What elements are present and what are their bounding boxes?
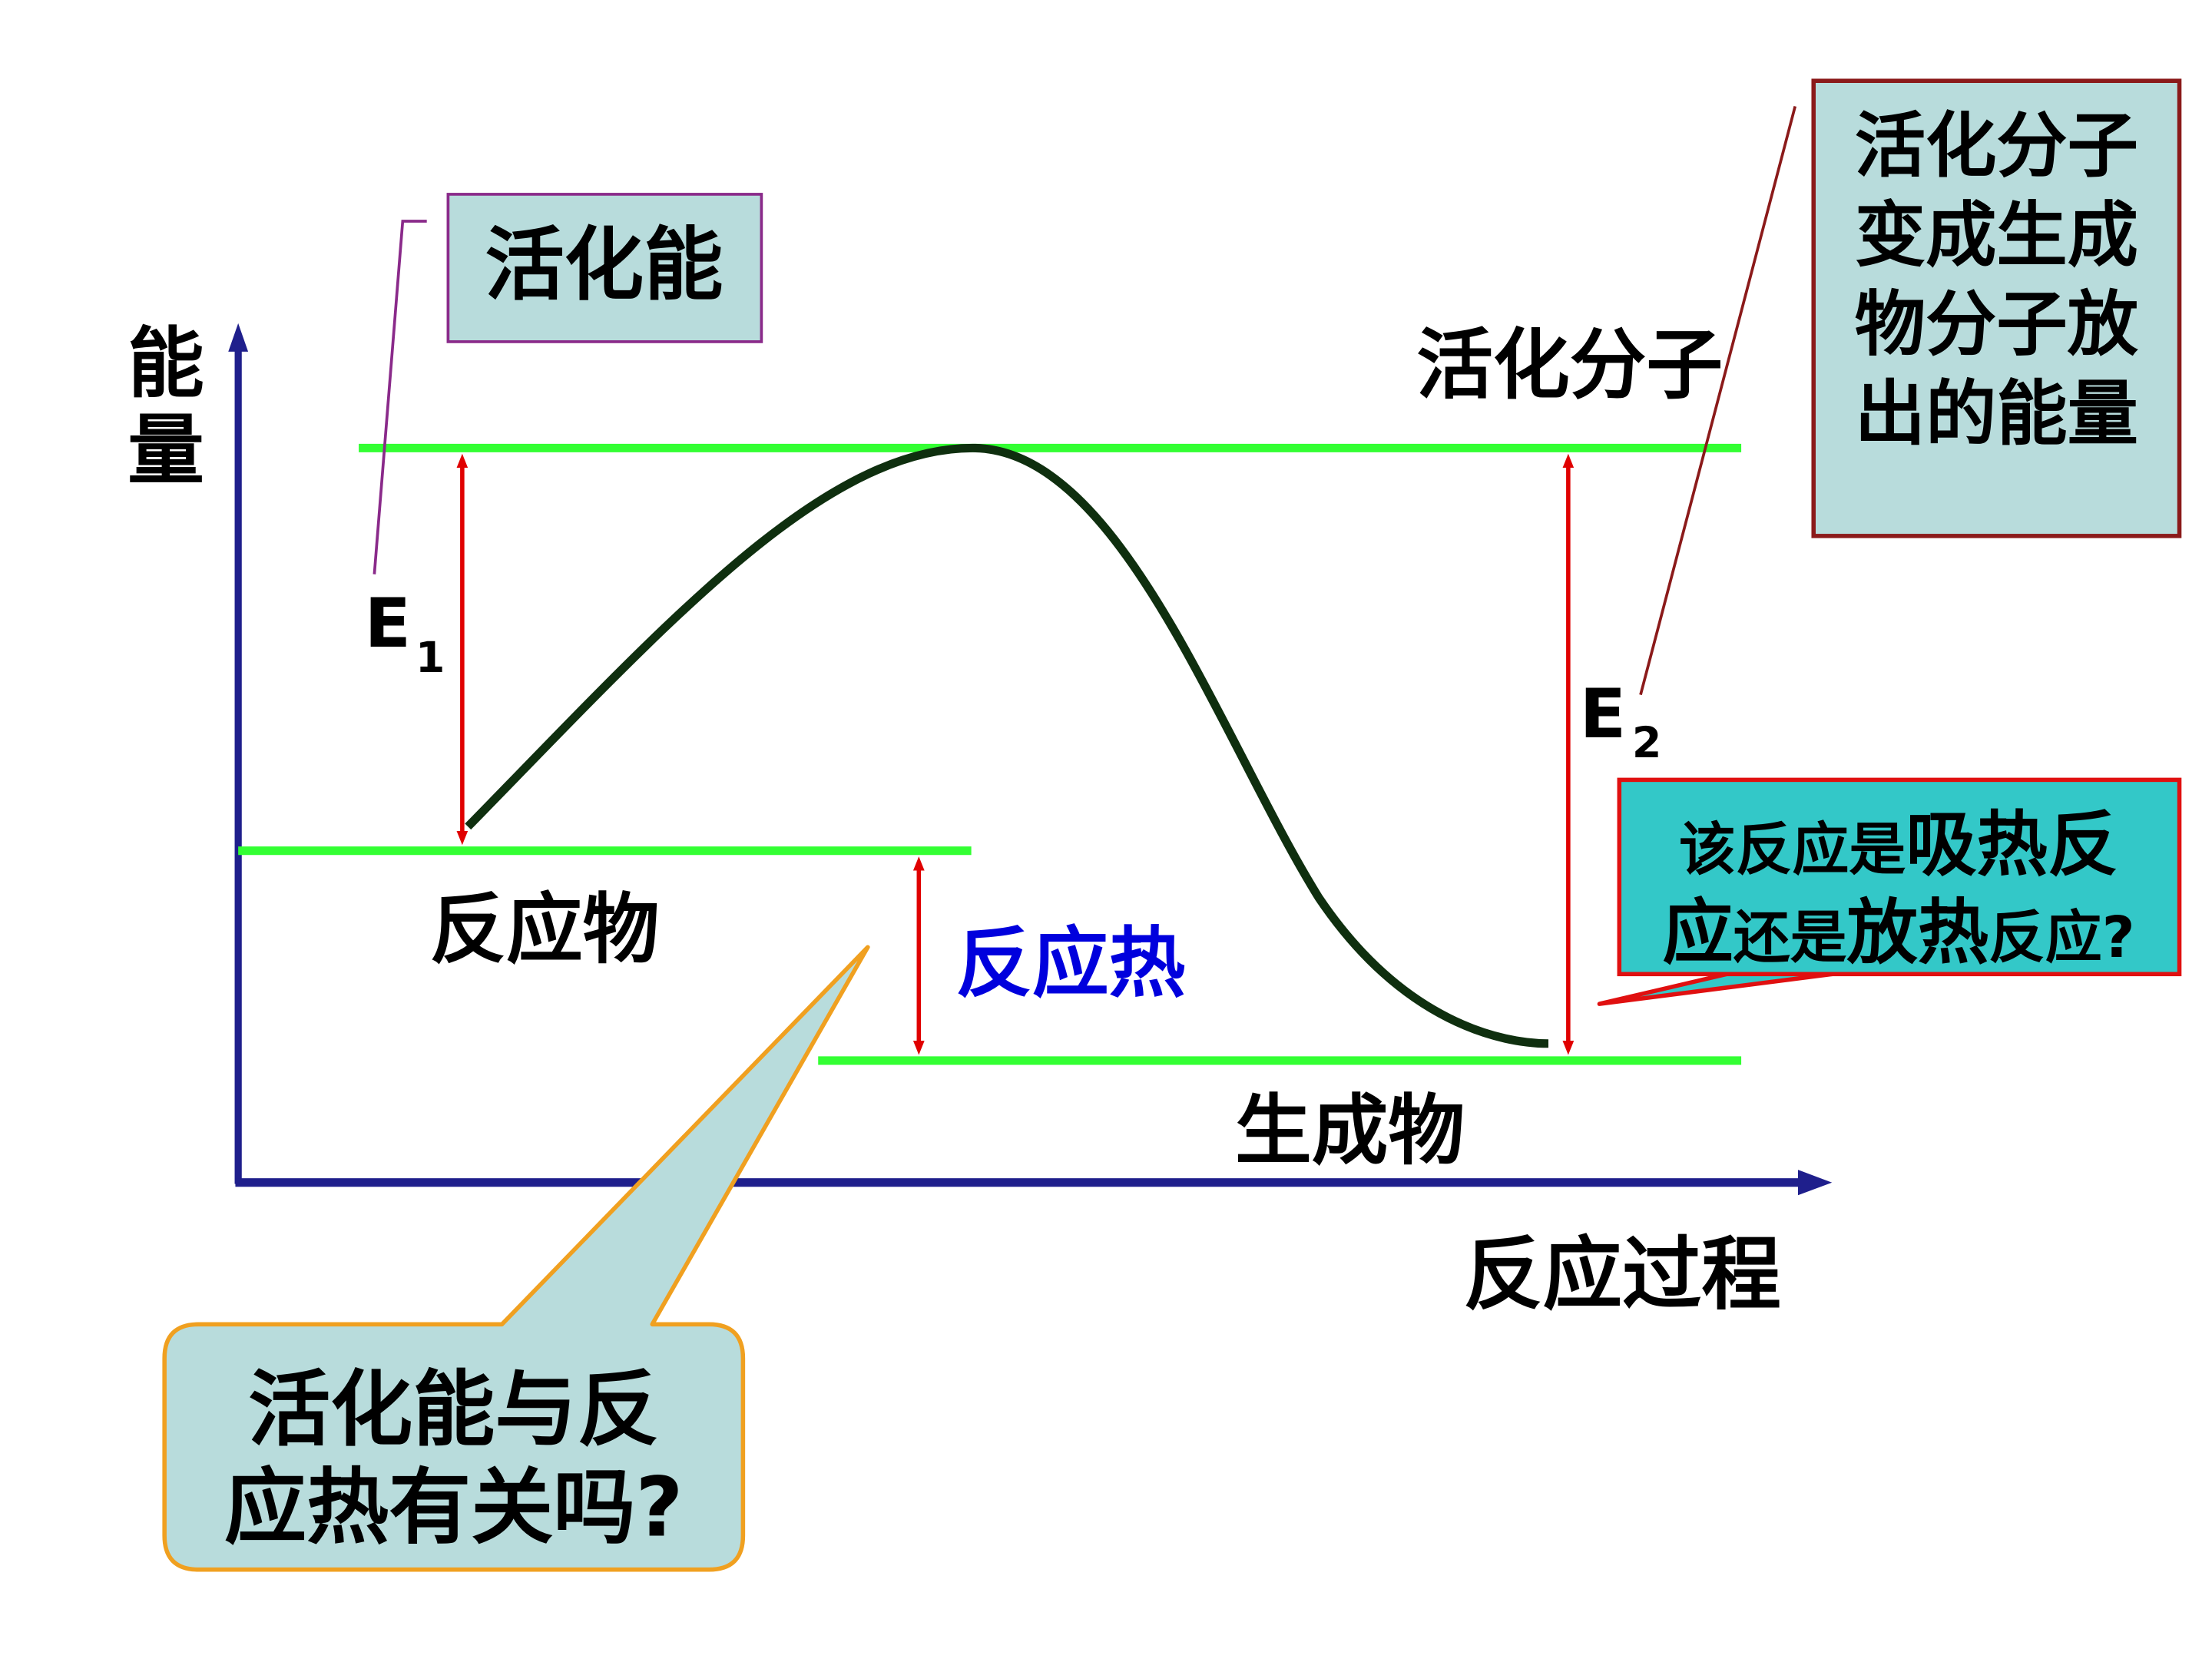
question-line1-small: 该反应是 (1679, 817, 1906, 883)
activated-molecule-label: 活化分子 (1416, 320, 1723, 410)
released-energy-box (1811, 78, 2182, 538)
e2-letter: E (1580, 674, 1627, 753)
activation-callout-pointer (373, 220, 427, 574)
relation-question-line1: 活化能与反 (248, 1362, 659, 1458)
question-line2: 应还是放热反应? (1662, 891, 2134, 974)
question-callout-pointer (1597, 970, 1846, 1006)
question-line2-a: 应 (1662, 891, 1733, 974)
reactant-label: 反应物 (429, 884, 659, 974)
x-axis-label: 反应过程 (1463, 1229, 1780, 1321)
reaction-energy-curve (465, 443, 1549, 1048)
released-energy-line3: 物分子放 (1855, 283, 2139, 366)
e1-letter: E (364, 584, 411, 663)
question-line2-d: 反应 (1988, 905, 2102, 971)
released-energy-line1: 活化分子 (1855, 104, 2138, 187)
y-axis-arrowhead (228, 323, 249, 352)
question-line2-b: 还是 (1734, 905, 1847, 971)
relation-question-line2: 应热有关吗? (224, 1460, 683, 1555)
released-energy-line2: 变成生成 (1855, 194, 2138, 276)
activation-energy-box (446, 193, 763, 343)
activation-energy-text: 活化能 (485, 219, 723, 311)
question-line1: 该反应是吸热反 (1679, 803, 2118, 886)
question-line2-e: ? (2102, 905, 2135, 971)
y-axis-label-line1: 能 (127, 319, 204, 409)
relation-bubble (162, 945, 870, 1572)
question-line1-big: 吸热反 (1906, 803, 2118, 886)
e1-label: E 1 (364, 584, 445, 683)
x-axis-arrowhead (1797, 1170, 1833, 1196)
reaction-heat-label: 反应热 (955, 919, 1185, 1008)
released-callout-pointer (1639, 105, 1797, 696)
question-box (1617, 777, 2182, 977)
e2-label: E 2 (1580, 674, 1662, 768)
released-energy-line4: 出的能量 (1855, 372, 2138, 455)
y-axis-label-line2: 量 (127, 405, 204, 495)
e2-subscript: 2 (1632, 719, 1662, 768)
e1-subscript: 1 (416, 634, 445, 683)
question-line2-c: 放热 (1846, 891, 1988, 974)
product-label: 生成物 (1235, 1085, 1465, 1175)
